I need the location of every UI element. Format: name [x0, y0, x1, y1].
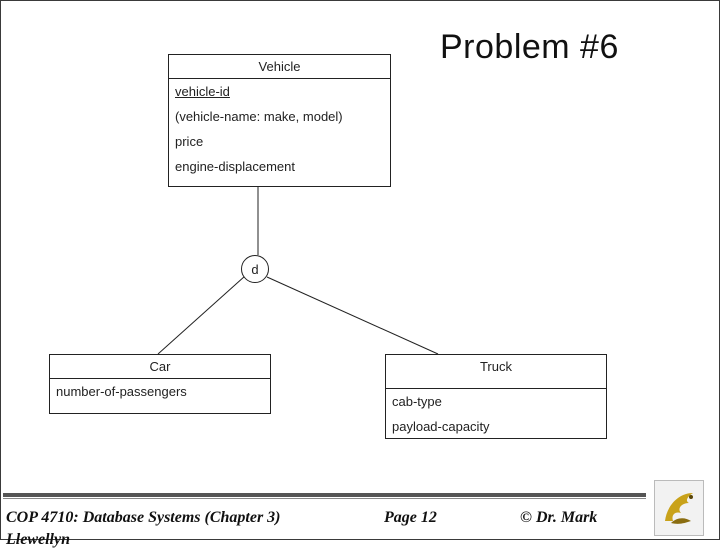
pegasus-icon	[665, 493, 693, 524]
number-of-passengers-attribute: number-of-passengers	[56, 384, 187, 399]
cab-type-attribute: cab-type	[392, 394, 442, 409]
car-entity-name: Car	[50, 355, 270, 379]
footer-course: COP 4710: Database Systems (Chapter 3)	[6, 509, 281, 526]
engine-displacement-attribute: engine-displacement	[175, 159, 295, 174]
truck-entity-name: Truck	[386, 355, 606, 389]
disjoint-specialization-circle: d	[241, 255, 269, 283]
disjoint-to-truck-line	[266, 276, 439, 355]
slide-footer: COP 4710: Database Systems (Chapter 3) P…	[0, 493, 720, 548]
disjoint-to-car-line	[157, 275, 246, 355]
car-entity: Car number-of-passengers	[49, 354, 271, 414]
payload-capacity-attribute: payload-capacity	[392, 419, 490, 434]
footer-rule-thin	[3, 498, 646, 499]
footer-rule	[3, 493, 646, 497]
slide-title: Problem #6	[440, 28, 619, 66]
pegasus-logo	[654, 480, 704, 536]
footer-author: © Dr. Mark	[520, 509, 598, 526]
footer-page: Page 12	[384, 509, 437, 526]
vehicle-name-attribute: (vehicle-name: make, model)	[175, 109, 343, 124]
price-attribute: price	[175, 134, 204, 149]
truck-entity: Truck cab-type payload-capacity	[385, 354, 607, 439]
footer-author-line2: Llewellyn	[6, 531, 70, 548]
vehicle-id-attribute: vehicle-id	[175, 84, 230, 99]
vehicle-entity: Vehicle vehicle-id (vehicle-name: make, …	[168, 54, 391, 187]
vehicle-entity-name: Vehicle	[169, 55, 390, 79]
